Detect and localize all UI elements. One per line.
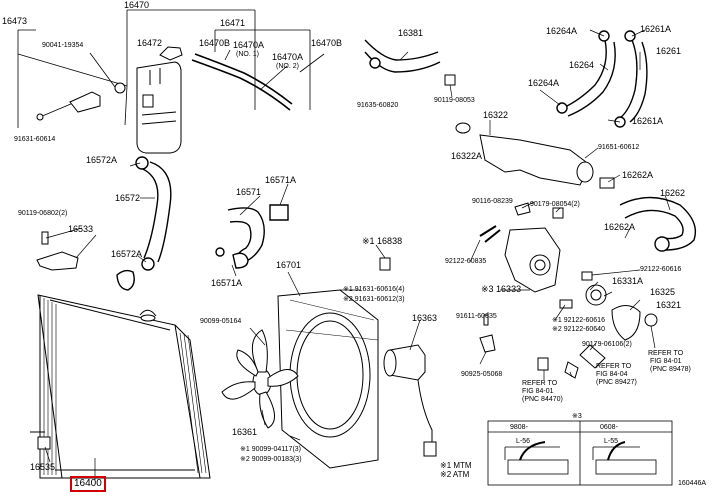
label-16325: 16325: [650, 287, 676, 297]
label-90099-04117: ※1 90099-04117(3): [240, 446, 302, 453]
label-92122-60616-b: ※1 92122-60616: [552, 317, 605, 324]
label-refer3-c: (PNC 89427): [596, 379, 637, 386]
label-no1: (NO. 1): [236, 51, 259, 58]
label-16571a-1: 16571A: [265, 175, 297, 185]
label-90119-08053: 90119-08053: [434, 97, 475, 104]
fan-motor: [383, 344, 437, 457]
label-16571: 16571: [236, 187, 262, 197]
label-16321: 16321: [656, 300, 682, 310]
label-16361: 16361: [232, 427, 258, 437]
label-91631-60612: ※2 91631-60612(3): [343, 296, 405, 303]
label-90041-19354: 90041-19354: [42, 42, 84, 49]
label-16264a-1: 16264A: [546, 26, 578, 36]
overflow-hose: [191, 53, 293, 111]
label-16322a: 16322A: [451, 151, 483, 161]
label-16470: 16470: [124, 0, 150, 10]
legend-mtm: ※1 MTM: [440, 461, 472, 470]
label-16838: ※1 16838: [362, 236, 403, 246]
radiator: [30, 294, 211, 479]
label-16572a-2: 16572A: [111, 249, 143, 259]
label-16261a-1: 16261A: [640, 24, 672, 34]
label-92122-60616: 92122-60616: [640, 266, 682, 273]
hose-16262: [619, 196, 697, 252]
bracket-16533: [36, 231, 79, 271]
label-90179-06106: 90179-06106(2): [582, 341, 632, 348]
label-refer3-b: FIG 84-04: [596, 371, 628, 378]
label-16571a-2: 16571A: [211, 278, 243, 288]
label-16261: 16261: [656, 46, 682, 56]
inset-dim2: L-55: [604, 438, 619, 445]
label-refer1-a: REFER TO: [648, 350, 684, 357]
label-91651-60612: 91651-60612: [598, 144, 640, 151]
inset-ref: ※3: [572, 413, 582, 420]
label-16533: 16533: [68, 224, 94, 234]
outlet-hose: [215, 204, 289, 269]
label-refer1-b: FIG 84-01: [650, 358, 682, 365]
inset-table: [487, 420, 673, 486]
label-16262a-2: 16262A: [604, 222, 636, 232]
label-16473: 16473: [2, 16, 28, 26]
label-16264: 16264: [569, 60, 595, 70]
label-16400[interactable]: 16400: [70, 476, 106, 492]
label-16470a-2: 16470A: [272, 52, 304, 62]
hose-16381: [364, 39, 441, 73]
reservoir-tank: [136, 46, 183, 154]
label-16470a-1: 16470A: [233, 40, 265, 50]
legend-atm: ※2 ATM: [440, 470, 470, 479]
label-91631-60614: 91631-60614: [14, 136, 56, 143]
label-90179-08054: 90179-08054(2): [530, 201, 580, 208]
label-16572: 16572: [115, 193, 141, 203]
fan: [221, 329, 299, 429]
label-16261a-2: 16261A: [632, 116, 664, 126]
inset-col2: 0608-: [600, 424, 618, 431]
label-16535: 16535: [30, 462, 56, 472]
label-refer3-a: REFER TO: [596, 363, 632, 370]
label-16572a-1: 16572A: [86, 155, 118, 165]
label-91635-60820: 91635-60820: [357, 102, 399, 109]
label-16470b-2: 16470B: [311, 38, 343, 48]
label-90116-08239: 90116-08239: [472, 198, 513, 205]
catalog-reference: 160446A: [678, 480, 707, 487]
label-16322: 16322: [483, 110, 509, 120]
label-16381: 16381: [398, 28, 424, 38]
label-90099-05164: 90099-05164: [200, 318, 242, 325]
label-91631-60616: ※1 91631-60616(4): [343, 286, 405, 293]
tank-bracket: [36, 82, 126, 121]
label-refer2-b: FIG 84-01: [522, 388, 554, 395]
label-16262: 16262: [660, 188, 686, 198]
label-16363: 16363: [412, 313, 438, 323]
inlet-hose: [116, 156, 172, 291]
label-16331a: 16331A: [612, 276, 644, 286]
label-90099-00183: ※2 90099-00183(3): [240, 456, 302, 463]
label-16472: 16472: [137, 38, 163, 48]
water-outlet-assy: [379, 74, 658, 379]
label-92122-60835: 92122-60835: [445, 258, 487, 265]
label-no2: (NO. 2): [276, 63, 299, 70]
leader-lines: [44, 29, 671, 480]
label-16264a-2: 16264A: [528, 78, 560, 88]
label-92122-60640: ※2 92122-60640: [552, 326, 605, 333]
label-90925-05068: 90925-05068: [461, 371, 503, 378]
bypass-hoses: [556, 30, 648, 128]
label-91611-60835: 91611-60835: [456, 313, 497, 320]
label-16471: 16471: [220, 18, 246, 28]
label-16262a-1: 16262A: [622, 170, 654, 180]
inset-col1: 9808-: [510, 424, 528, 431]
label-refer2-a: REFER TO: [522, 380, 558, 387]
label-16470b-1: 16470B: [199, 38, 231, 48]
label-90119-06802: 90119-06802(2): [18, 210, 68, 217]
inset-dim1: L-56: [516, 438, 531, 445]
label-16333: ※3 16333: [481, 284, 522, 294]
label-refer1-c: (PNC 89478): [650, 366, 691, 373]
label-16701: 16701: [276, 260, 302, 270]
label-refer2-c: (PNC 84470): [522, 396, 563, 403]
